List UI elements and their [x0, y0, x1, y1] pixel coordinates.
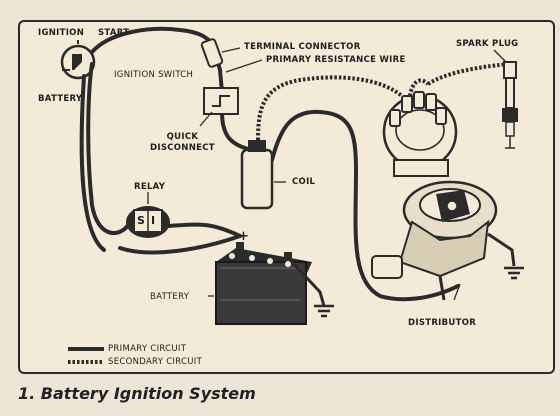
- wire-switch-to-relay: [86, 62, 132, 236]
- wire-relay-to-battery: [118, 234, 242, 255]
- wire-coil-to-cap: [256, 75, 404, 141]
- label-distributor: DISTRIBUTOR: [408, 318, 477, 328]
- distributor: [371, 180, 524, 301]
- wire-coil-to-distributor: [270, 109, 460, 302]
- label-ignition: IGNITION: [38, 28, 85, 38]
- legend-swatches: [68, 347, 104, 364]
- figure-caption: 1. Battery Ignition System: [18, 384, 256, 403]
- label-ignition-switch: IGNITION SWITCH: [114, 70, 194, 80]
- spark-plug: [493, 49, 518, 149]
- label-minus: -: [296, 254, 302, 269]
- label-relay-s: S: [137, 214, 146, 227]
- label-plus: +: [238, 229, 250, 244]
- label-battery-switch: BATTERY: [38, 94, 83, 104]
- label-primary-resistance-wire: PRIMARY RESISTANCE WIRE: [266, 55, 406, 65]
- label-battery: BATTERY: [150, 292, 190, 302]
- legend-primary: PRIMARY CIRCUIT: [108, 344, 187, 354]
- label-quick-disconnect: QUICK DISCONNECT: [150, 132, 215, 153]
- distributor-cap: [382, 91, 458, 177]
- label-start: START: [98, 28, 130, 38]
- label-relay-i: I: [151, 214, 156, 227]
- terminal-connector: [200, 38, 263, 73]
- wire-relay-side: [166, 222, 242, 238]
- label-spark-plug: SPARK PLUG: [456, 39, 519, 49]
- label-relay: RELAY: [134, 182, 166, 192]
- quick-disconnect: [199, 87, 239, 127]
- wire-ignition-to-connector: [90, 26, 216, 54]
- ignition-switch: [60, 40, 96, 80]
- coil: [240, 140, 286, 210]
- battery: [208, 242, 334, 325]
- label-terminal-connector: TERMINAL CONNECTOR: [244, 42, 361, 52]
- legend-secondary: SECONDARY CIRCUIT: [108, 357, 203, 367]
- secondary-circuit-wires: [256, 62, 509, 141]
- wire-quickdisconnect-to-coil: [220, 110, 254, 152]
- wire-cap-to-plug: [426, 62, 509, 86]
- relay: [126, 192, 170, 238]
- label-coil: COIL: [292, 177, 316, 187]
- wire-switch-down: [79, 74, 106, 252]
